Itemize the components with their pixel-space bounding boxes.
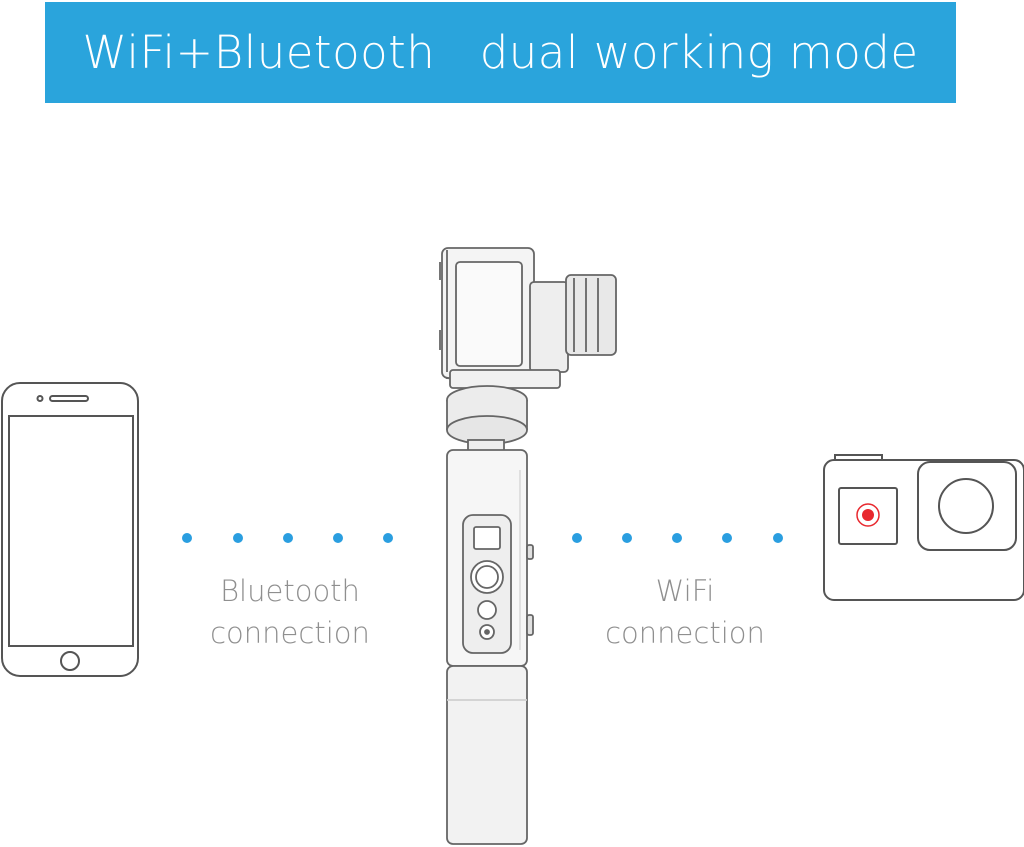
bluetooth-dot [383, 533, 393, 543]
wifi-label-line1: WiFi [655, 574, 715, 608]
bluetooth-dot [283, 533, 293, 543]
smartphone-icon [1, 382, 139, 677]
bluetooth-connection-label: Bluetooth connection [190, 570, 390, 654]
wifi-dot [572, 533, 582, 543]
bluetooth-dot [182, 533, 192, 543]
bluetooth-dot [233, 533, 243, 543]
bluetooth-dot [333, 533, 343, 543]
banner-title: WiFi+Bluetooth dual working mode [82, 26, 919, 79]
handheld-gimbal-icon [439, 247, 617, 845]
title-banner: WiFi+Bluetooth dual working mode [45, 2, 956, 103]
bluetooth-dots [182, 533, 393, 543]
wifi-dot [672, 533, 682, 543]
bluetooth-label-line2: connection [210, 616, 370, 650]
wifi-dot [622, 533, 632, 543]
wifi-dot [722, 533, 732, 543]
wifi-dot [773, 533, 783, 543]
record-button-icon [856, 503, 880, 527]
wifi-dots [572, 533, 783, 543]
bluetooth-label-line1: Bluetooth [220, 574, 360, 608]
wifi-connection-label: WiFi connection [590, 570, 780, 654]
action-camera-icon [823, 454, 1024, 601]
wifi-label-line2: connection [605, 616, 765, 650]
